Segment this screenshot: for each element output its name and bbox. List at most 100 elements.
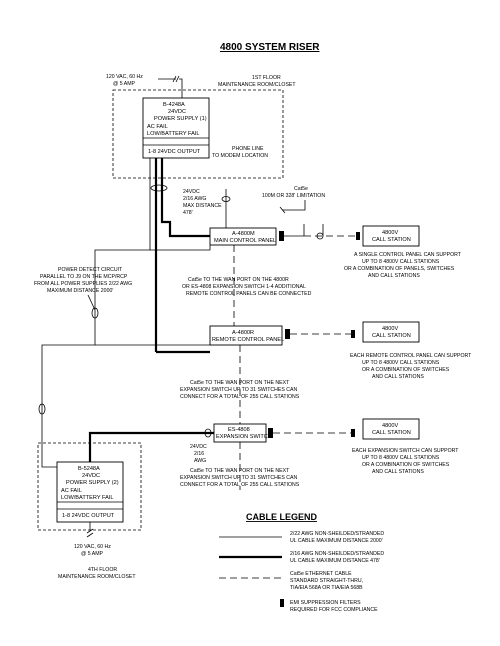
- remote-note-line-4: AND CALL STATIONS: [372, 374, 424, 380]
- main-call-station-emi-filter: [356, 232, 360, 240]
- switch-note-line-2: UP TO 8 4800V CALL STATIONS: [362, 455, 440, 461]
- call-station-2-name: CALL STATION: [372, 333, 411, 339]
- power-detect-filter-2: [38, 403, 46, 415]
- ps2-name: POWER SUPPLY (2): [66, 480, 119, 486]
- ps1-voltage: 24VDC: [168, 109, 186, 115]
- cat5e-limit-label: Cat5e: [294, 186, 308, 192]
- main-link-drop: [303, 224, 324, 236]
- wan-note-1-line-3: REMOTE CONTROL PANELS CAN BE CONNECTED: [186, 291, 312, 297]
- remote-panel-name: REMOTE CONTROL PANEL: [212, 337, 284, 343]
- main-note-line-4: AND CALL STATIONS: [368, 273, 420, 279]
- ps2-output: 1-8 24VDC OUTPUT: [62, 513, 115, 519]
- ps2-voltage: 24VDC: [82, 473, 100, 479]
- ps2-low-battery: LOW/BATTERY FAIL: [61, 495, 114, 501]
- wan-note-2-line-3: CONNECT FOR A TOTAL OF 255 CALL STATIONS: [180, 394, 300, 400]
- legend-filter-line-1: EMI SUPPRESSION FILTERS: [290, 600, 361, 606]
- main-control-panel: A-4800M MAIN CONTROL PANEL: [209, 227, 277, 246]
- legend-filter-line-2: REQUIRED FOR FCC COMPLIANCE: [290, 607, 378, 613]
- wan-note-2-line-1: Cat5e TO THE WAN PORT ON THE NEXT: [190, 380, 290, 386]
- ps1-output: 1-8 24VDC OUTPUT: [148, 149, 201, 155]
- call-station-2-box: [362, 321, 420, 343]
- wire-spec-1-voltage: 24VDC: [183, 189, 200, 195]
- legend-dash-line-1: Cat5e ETHERNET CABLE: [290, 571, 352, 577]
- remote-call-station-emi-filter: [351, 330, 355, 338]
- power-supply-2: B-5248A 24VDC POWER SUPPLY (2) AC FAIL L…: [56, 461, 124, 523]
- first-floor-room: MAINTENANCE ROOM/CLOSET: [218, 82, 296, 88]
- cat5e-limit-arrow: [279, 206, 286, 214]
- switch-call-station-emi-filter: [351, 429, 355, 437]
- power-supply-1-box: [142, 97, 210, 159]
- remote-panel-model: A-4800R: [232, 330, 254, 336]
- legend-thick-line-1: 2/16 AWG NON-SHEILDED/STRANDED: [290, 551, 384, 557]
- first-floor-enclosure: [112, 89, 284, 179]
- main-note-line-3: OR A COMBINATION OF PANELS, SWITCHES: [344, 266, 455, 272]
- power-detect-line-4: MAXIMUM DISTANCE 2000': [47, 288, 113, 294]
- first-floor-label: 1ST FLOOR: [252, 75, 281, 81]
- ps1-name: POWER SUPPLY (1): [154, 116, 207, 122]
- top-power-break-mark: [172, 75, 180, 83]
- power-supply-1: B-4248A 24VDC POWER SUPPLY (1) AC FAIL L…: [142, 97, 210, 159]
- ps2-model: B-5248A: [78, 466, 100, 472]
- wan-note-2-line-2: EXPANSION SWITCH UP TO 31 SWITCHES CAN: [180, 387, 297, 393]
- wire-spec-2-gauge: 2/16: [194, 451, 204, 457]
- ps1-cable-main: [160, 158, 210, 238]
- ps2-to-switch-cable: [88, 431, 214, 462]
- ps1-cable-filter: [150, 184, 168, 192]
- bottom-power-break-mark: [86, 528, 94, 538]
- legend-dash-line-3: TIA/EIA 568A OR TIA/EIA 568B: [290, 585, 363, 591]
- legend-thin-line-1: 2/22 AWG NON-SHEILDED/STRANDED: [290, 531, 384, 537]
- ps2-ac-fail: AC FAIL: [61, 488, 82, 494]
- call-station-3-box: [362, 418, 420, 440]
- wan-note-3-line-3: CONNECT FOR A TOTAL OF 255 CALL STATIONS: [180, 482, 300, 488]
- phone-line-label: PHONE LINE: [232, 146, 264, 152]
- main-panel-name: MAIN CONTROL PANEL: [214, 238, 276, 244]
- legend-thick-line-2: UL CABLE MAXIMUM DISTANCE 478': [290, 558, 380, 564]
- call-station-3: 4800V CALL STATION: [362, 418, 420, 440]
- wan-note-1-line-2: OR ES-4808 EXPANSION SWITCH 1-4 ADDITION…: [182, 284, 306, 290]
- main-panel-model: A-4800M: [232, 231, 255, 237]
- legend-title: CABLE LEGEND: [246, 512, 318, 522]
- call-station-2-model: 4800V: [382, 326, 398, 332]
- top-power-voltage: 120 VAC, 60 Hz: [106, 74, 143, 80]
- wan-note-3-line-1: Cat5e TO THE WAN PORT ON THE NEXT: [190, 468, 290, 474]
- main-control-panel-box: [209, 227, 277, 246]
- cat5e-limit-distance: 100M OR 328' LIMITATION: [262, 193, 325, 199]
- fourth-floor-label: 4TH FLOOR: [88, 567, 117, 573]
- power-detect-to-main: [150, 245, 211, 251]
- top-power-amps: @ 5 AMP: [113, 81, 136, 87]
- call-station-1-model: 4800V: [382, 230, 398, 236]
- call-station-1-name: CALL STATION: [372, 237, 411, 243]
- remote-panel-emi-filter: [285, 329, 290, 339]
- ps2-cable-filter: [204, 428, 212, 438]
- wan-note-1-line-1: Cat5e TO THE WAN PORT ON THE 4800R: [188, 277, 289, 283]
- top-power-drop: [179, 78, 183, 98]
- remote-note-line-2: UP TO 8 4800V CALL STATIONS: [362, 360, 440, 366]
- phone-line-destination: TO MODEM LOCATION: [212, 153, 268, 159]
- remote-control-panel: A-4800R REMOTE CONTROL PANEL: [209, 325, 284, 346]
- wire-spec-1-gauge: 2/16 AWG: [183, 196, 206, 202]
- wire-spec-1-length: 478': [183, 210, 193, 216]
- remote-note-line-1: EACH REMOTE CONTROL PANEL CAN SUPPORT: [350, 353, 472, 359]
- main-note-line-2: UP TO 8 4800V CALL STATIONS: [362, 259, 440, 265]
- remote-control-panel-box: [209, 325, 283, 346]
- ps1-low-battery: LOW/BATTERY FAIL: [147, 131, 200, 137]
- power-detect-line-3: FROM ALL POWER SUPPLIES 2/22 AWG: [34, 281, 132, 287]
- switch-note-line-1: EACH EXPANSION SWITCH CAN SUPPORT: [352, 448, 459, 454]
- wire-spec-1-distance: MAX DISTANCE: [183, 203, 222, 209]
- ps1-ac-fail: AC FAIL: [147, 124, 168, 130]
- wire-spec-2-unit: AWG: [194, 458, 206, 464]
- switch-note-line-4: AND CALL STATIONS: [372, 469, 424, 475]
- switch-note-line-3: OR A COMBINATION OF SWITCHES: [362, 462, 450, 468]
- fourth-floor-room: MAINTENANCE ROOM/CLOSET: [58, 574, 136, 580]
- power-detect-line-2: PARALLEL TO J9 ON THE MCP/RCP: [40, 274, 128, 280]
- call-station-3-name: CALL STATION: [372, 430, 411, 436]
- exp-switch-model: ES-4808: [228, 427, 250, 433]
- bottom-power-voltage: 120 VAC, 60 Hz: [74, 544, 111, 550]
- fourth-floor-enclosure: [37, 442, 142, 531]
- phone-line-filter: [221, 196, 231, 202]
- expansion-switch: ES-4808 EXPANSION SWITCH: [213, 423, 272, 443]
- cable-legend: CABLE LEGEND 2/22 AWG NON-SHEILDED/STRAN…: [219, 512, 384, 613]
- bottom-power-amps: @ 5 AMP: [81, 551, 104, 557]
